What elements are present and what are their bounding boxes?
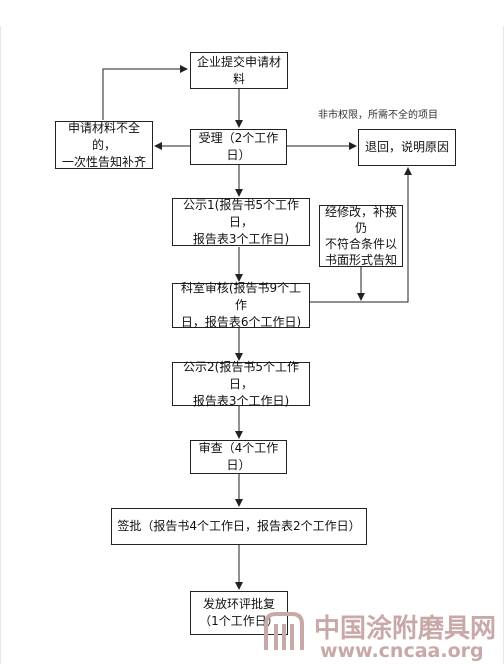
accept-label: 受理（2个工作日）: [198, 131, 279, 162]
watermark-cn-text: 中国涂附磨具网: [314, 614, 497, 644]
arrow-supplement-to-submit: [102, 65, 188, 120]
issue-approval-box: 发放环评批复 （1个工作日）: [190, 591, 288, 635]
frame-left-border: [0, 26, 1, 664]
reject-note: 非市权限，所需不全的项目: [318, 110, 438, 121]
publicity2-line-1: 公示2(报告书5个工作日，: [183, 359, 299, 391]
watermark-logo-icon: [264, 612, 304, 650]
publicity2-box: 公示2(报告书5个工作日， 报告表3个工作日): [172, 359, 310, 408]
review-line-1: 科室审核(报告书9个工作: [180, 281, 302, 312]
supplement-notice-box: 申请材料不全的， 一次性告知补齐: [55, 121, 153, 169]
publicity2-line-2: 报告表3个工作日): [192, 393, 290, 408]
reject-label: 退回，说明原因: [364, 140, 449, 154]
revise-line-1: 经修改，补换仍: [324, 205, 397, 235]
sign-approve-label: 签批（报告书4个工作日，报告表2个工作日）: [117, 519, 361, 533]
supplement-line-1: 申请材料不全的，: [67, 120, 140, 152]
publicity1-line-2: 报告表3个工作日): [192, 231, 290, 246]
issue-line-1: 发放环评批复: [202, 597, 275, 611]
publicity1-line-1: 公示1(报告书5个工作日，: [183, 197, 299, 229]
sign-approve-box: 签批（报告书4个工作日，报告表2个工作日）: [111, 508, 367, 545]
department-review-box: 科室审核(报告书9个工作 日，报告表6个工作日): [172, 281, 310, 329]
supplement-line-2: 一次性告知补齐: [61, 154, 146, 169]
submit-materials-label: 企业提交申请材料: [196, 54, 281, 86]
review-line-2: 日，报告表6个工作日): [180, 315, 302, 329]
publicity1-box: 公示1(报告书5个工作日， 报告表3个工作日): [172, 198, 310, 246]
reject-box: 退回，说明原因: [358, 129, 456, 166]
audit-box: 审查（4个工作日）: [190, 440, 287, 474]
submit-materials-box: 企业提交申请材料: [190, 52, 288, 89]
arrow-review-to-reject: [310, 167, 412, 303]
accept-box: 受理（2个工作日）: [190, 129, 287, 165]
issue-line-2: （1个工作日）: [199, 614, 279, 628]
revise-notice-box: 经修改，补换仍 不符合条件以 书面形式告知: [319, 205, 403, 267]
audit-label: 审查（4个工作日）: [198, 441, 279, 472]
revise-line-2: 不符合条件以: [324, 237, 397, 251]
site-watermark: 中国涂附磨具网 www.cncaa.org: [262, 606, 502, 662]
watermark-url-text: www.cncaa.org: [320, 640, 484, 662]
revise-line-3: 书面形式告知: [324, 253, 397, 267]
